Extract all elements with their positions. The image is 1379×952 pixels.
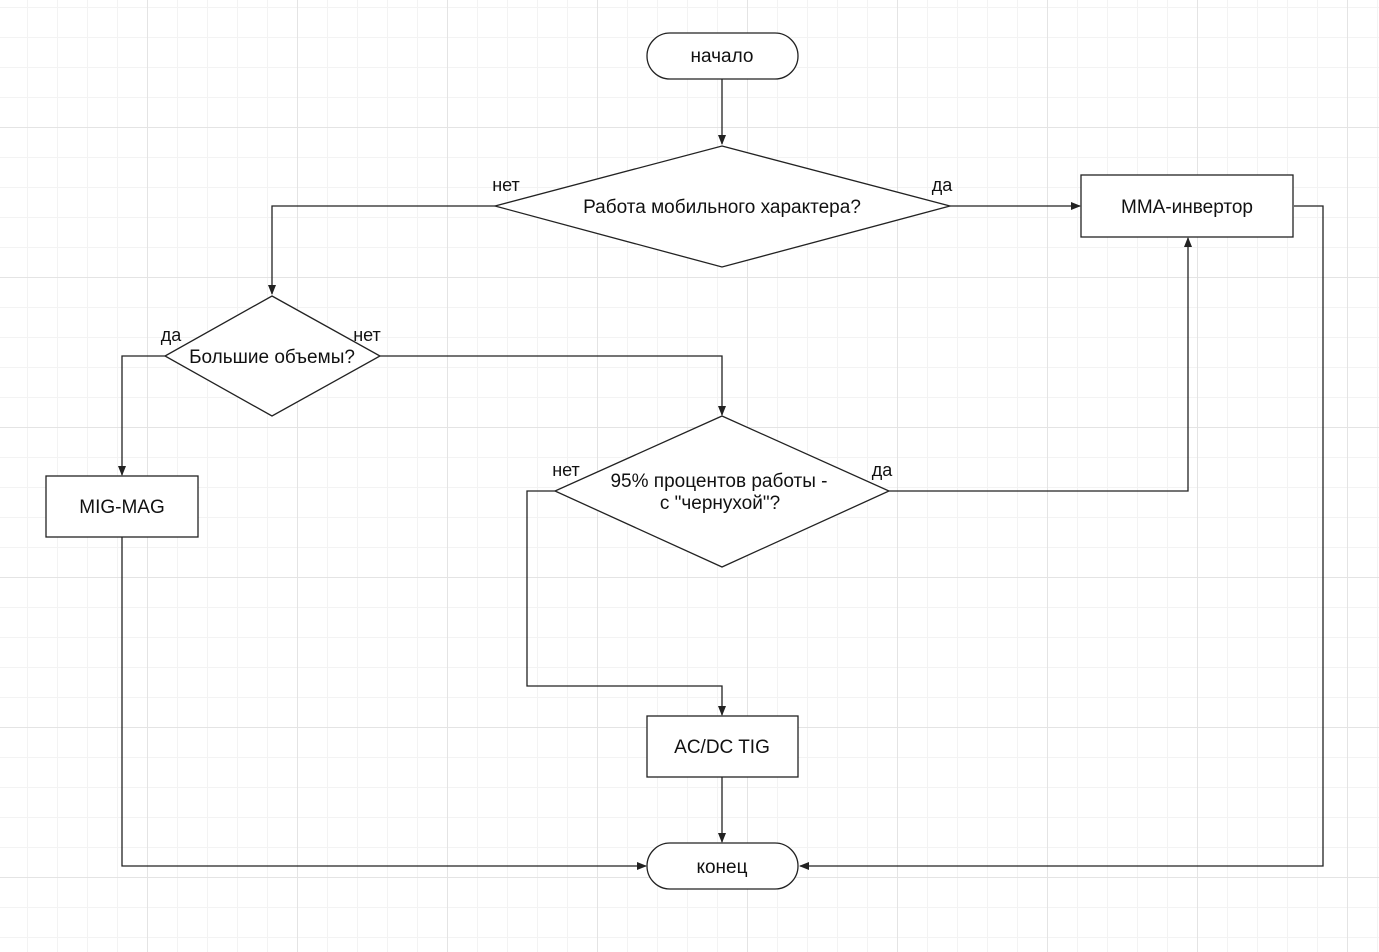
edge-volumes-no-to-ninety — [380, 355, 726, 416]
decision-ninety-five-percent[interactable]: 95% процентов работы - с "чернухой"? — [553, 415, 891, 568]
edge-label-mobile-yes: да — [932, 175, 954, 195]
edge-label-ninety-yes: да — [872, 460, 894, 480]
edge-label-mobile-no: нет — [492, 175, 520, 195]
end-label: конец — [696, 857, 747, 878]
start-label: начало — [691, 46, 754, 67]
decision-ninety-label-line2: с "чернухой"? — [660, 493, 780, 514]
edge-label-volumes-yes: да — [161, 325, 183, 345]
edge-mobile-no-to-volumes — [268, 205, 495, 295]
decision-large-volumes[interactable]: Большие объемы? — [163, 295, 382, 417]
edge-label-volumes-no: нет — [353, 325, 381, 345]
mma-label: MMA-инвертор — [1121, 197, 1253, 218]
decision-mobile-work[interactable]: Работа мобильного характера? — [492, 145, 953, 268]
process-mma-inverter[interactable]: MMA-инвертор — [1080, 174, 1294, 238]
process-mig-mag[interactable]: MIG-MAG — [45, 475, 199, 538]
end-node[interactable]: конец — [646, 842, 799, 890]
process-ac-dc-tig[interactable]: AC/DC TIG — [646, 715, 799, 778]
edge-mma-to-end — [799, 205, 1324, 870]
start-node[interactable]: начало — [646, 32, 799, 80]
edge-ninety-no-to-tig — [526, 490, 726, 716]
tig-label: AC/DC TIG — [674, 737, 770, 758]
edge-migmag-to-end — [121, 537, 647, 870]
migmag-label: MIG-MAG — [79, 497, 165, 518]
decision-ninety-label-line1: 95% процентов работы - — [610, 471, 827, 492]
edge-volumes-yes-to-migmag — [118, 355, 165, 476]
edge-label-ninety-no: нет — [552, 460, 580, 480]
decision-volumes-label: Большие объемы? — [189, 347, 355, 368]
edge-ninety-yes-to-mma — [889, 237, 1192, 492]
decision-mobile-label: Работа мобильного характера? — [583, 197, 861, 218]
